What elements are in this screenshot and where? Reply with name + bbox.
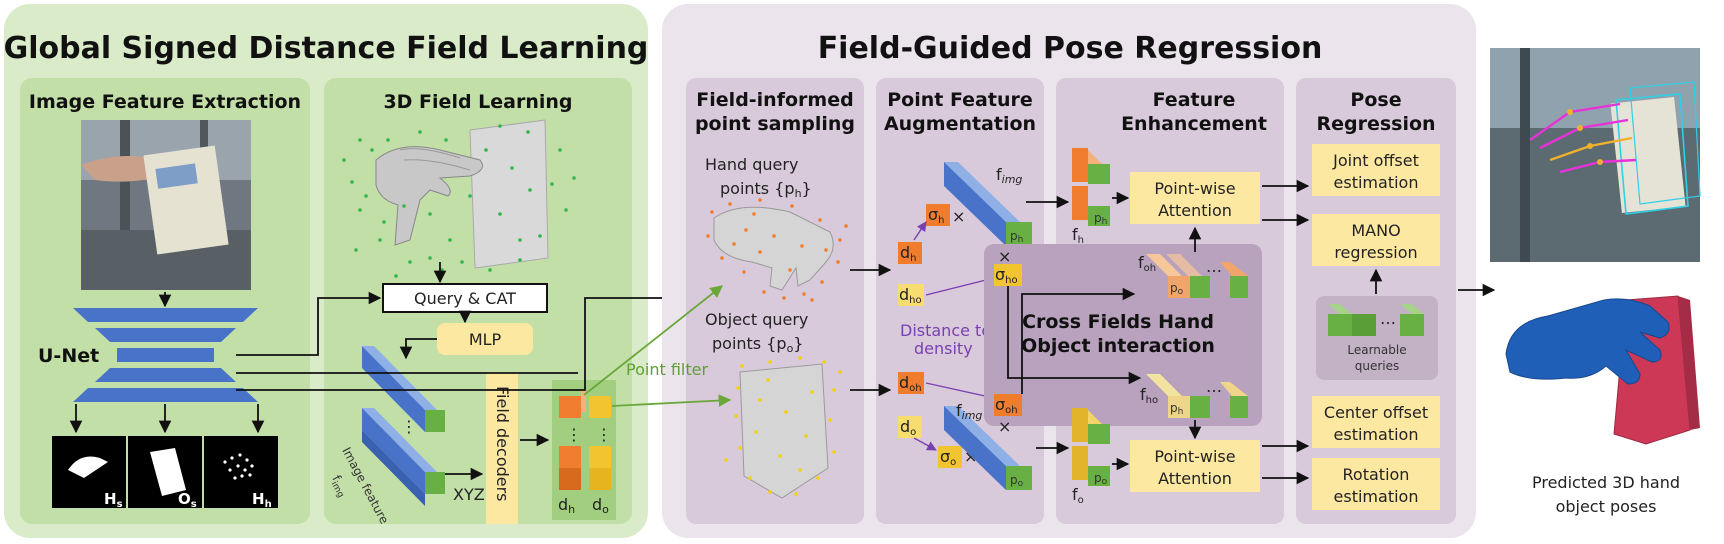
mask-hh-label: Hh bbox=[252, 490, 272, 510]
learnable-2: queries bbox=[1355, 359, 1400, 373]
mask-os-label: Os bbox=[178, 490, 197, 510]
pointwise-object-1: Point-wise bbox=[1154, 447, 1235, 466]
image-feature-stack bbox=[362, 346, 445, 506]
enhancement-title-2: Enhancement bbox=[1121, 113, 1267, 135]
hand-query-label-1: Hand query bbox=[705, 155, 798, 174]
learnable-1: Learnable bbox=[1347, 343, 1406, 357]
fho-ellipsis: … bbox=[1206, 377, 1222, 396]
xyz-label: XYZ bbox=[453, 485, 485, 504]
mlp-box bbox=[437, 323, 533, 355]
query-cat-label: Query & CAT bbox=[414, 289, 516, 308]
stack-ellipsis: ⋮ bbox=[401, 417, 417, 436]
pointwise-hand-2: Attention bbox=[1158, 201, 1232, 220]
object-feature-stack bbox=[1072, 408, 1110, 486]
pointwise-attention-hand bbox=[1130, 172, 1260, 224]
output-masks bbox=[52, 436, 278, 508]
regression-title-2: Regression bbox=[1316, 113, 1435, 135]
regression-title-1: Pose bbox=[1350, 89, 1401, 111]
image-feature-title: Image Feature Extraction bbox=[29, 91, 301, 113]
dh-box bbox=[898, 242, 922, 264]
pointwise-attention-object bbox=[1130, 440, 1260, 492]
hand-query-points bbox=[706, 198, 848, 302]
distance-density-1: Distance to bbox=[900, 321, 991, 340]
sdf-points bbox=[342, 124, 576, 278]
sampling-title-2: point sampling bbox=[695, 113, 855, 135]
joint-offset-box bbox=[1312, 144, 1440, 196]
joint-offset-2: estimation bbox=[1334, 173, 1419, 192]
rotation-box bbox=[1312, 458, 1440, 510]
mlp-label: MLP bbox=[469, 330, 502, 349]
learnable-ellipsis: … bbox=[1380, 309, 1396, 328]
distance-columns bbox=[559, 390, 611, 490]
pointwise-hand-1: Point-wise bbox=[1154, 179, 1235, 198]
do-box bbox=[898, 416, 922, 438]
mask-hs-label: Hs bbox=[104, 490, 123, 510]
cross-fields-label-1: Cross Fields Hand bbox=[1022, 311, 1214, 333]
predicted-label-2: object poses bbox=[1556, 497, 1657, 516]
augmentation-title-2: Augmentation bbox=[884, 113, 1036, 135]
input-image bbox=[81, 120, 251, 290]
fo-label: fo bbox=[1072, 485, 1084, 506]
enhancement-title-1: Feature bbox=[1153, 89, 1236, 111]
fh-label: fh bbox=[1072, 225, 1084, 246]
object-query-label-1: Object query bbox=[705, 310, 808, 329]
field-decoders-box bbox=[486, 372, 518, 524]
pointwise-object-2: Attention bbox=[1158, 469, 1232, 488]
dh-label: dh bbox=[558, 495, 575, 516]
sampling-title-1: Field-informed bbox=[696, 89, 853, 111]
augmentation-title-1: Point Feature bbox=[887, 89, 1033, 111]
distance-density-2: density bbox=[914, 339, 973, 358]
times-3: × bbox=[998, 247, 1011, 266]
field-decoders-label: Field decoders bbox=[493, 386, 512, 502]
hand-query-label-2: points {ph} bbox=[720, 179, 812, 200]
fho-stack bbox=[1146, 374, 1248, 418]
rotation-2: estimation bbox=[1334, 487, 1419, 506]
center-offset-2: estimation bbox=[1334, 425, 1419, 444]
doh-box bbox=[898, 372, 924, 394]
sigma-h-box bbox=[926, 204, 950, 226]
rotation-1: Rotation bbox=[1343, 465, 1410, 484]
foh-stack bbox=[1146, 254, 1248, 298]
unet-network bbox=[73, 308, 258, 402]
cross-fields-label-2: Object interaction bbox=[1021, 335, 1215, 357]
mano-box bbox=[1312, 214, 1440, 266]
times-1: × bbox=[952, 207, 965, 226]
do-label: do bbox=[592, 495, 609, 516]
foh-ellipsis: … bbox=[1206, 257, 1222, 276]
field-guided-title: Field-Guided Pose Regression bbox=[818, 31, 1323, 66]
hand-feature-stack bbox=[1072, 148, 1110, 226]
prediction-image bbox=[1490, 48, 1701, 262]
sigma-ho-box bbox=[994, 264, 1022, 286]
center-offset-1: Center offset bbox=[1324, 403, 1428, 422]
unet-label: U-Net bbox=[38, 345, 99, 367]
joint-offset-1: Joint offset bbox=[1332, 151, 1419, 170]
learnable-query-cubes bbox=[1328, 304, 1424, 336]
point-filter-label: Point filter bbox=[626, 360, 708, 379]
sdf-point-cloud bbox=[375, 119, 549, 269]
predicted-label-1: Predicted 3D hand bbox=[1532, 473, 1680, 492]
global-sdf-title: Global Signed Distance Field Learning bbox=[4, 31, 649, 66]
object-query-label-2: points {po} bbox=[712, 334, 803, 355]
predicted-3d-mesh bbox=[1505, 295, 1700, 445]
column-ellipsis-2: ⋮ bbox=[596, 425, 612, 444]
f-img-hand-label: fimg bbox=[996, 165, 1022, 186]
mano-2: regression bbox=[1334, 243, 1417, 262]
field-learning-title: 3D Field Learning bbox=[383, 91, 572, 113]
hand-image-feature bbox=[944, 162, 1032, 246]
dho-box bbox=[898, 284, 924, 306]
sigma-oh-box bbox=[994, 394, 1022, 416]
hand-query-cloud bbox=[713, 206, 834, 291]
filter-arrow-object bbox=[611, 394, 732, 407]
times-4: × bbox=[998, 417, 1011, 436]
mano-1: MANO bbox=[1351, 221, 1400, 240]
object-query-cloud bbox=[739, 363, 829, 499]
f-img-object-label: fimg bbox=[956, 401, 982, 422]
object-image-feature bbox=[944, 406, 1032, 490]
object-query-points bbox=[724, 356, 842, 496]
sigma-o-box bbox=[938, 446, 962, 468]
column-ellipsis: ⋮ bbox=[566, 425, 582, 444]
center-offset-box bbox=[1312, 396, 1440, 448]
filter-arrow-hand bbox=[583, 285, 723, 396]
